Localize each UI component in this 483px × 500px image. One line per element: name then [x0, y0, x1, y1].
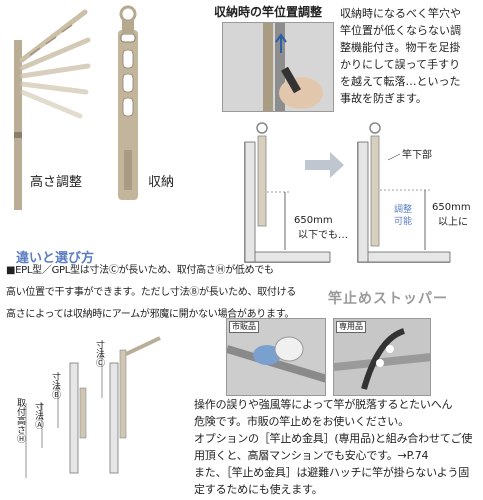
pole-adjust-line: かりにして誤って手すり: [340, 58, 461, 71]
differences-line: ■EPL型／GPL型は寸法Ⓒが長いため、取付高さⒽが低めでも: [6, 265, 274, 276]
stopper-line: 操作の誤りや強風等によって竿が脱落するとたいへん: [194, 398, 453, 411]
pole-adjust-line: を越えて転落…といった: [340, 75, 461, 88]
dim-b: 寸法Ⓑ: [50, 372, 60, 399]
hanger-product-illustration: [14, 5, 138, 210]
right-dimension-value: 650mm: [432, 202, 471, 213]
storage-label: 収納: [148, 175, 175, 190]
left-dimension-value: 650mm: [294, 215, 333, 226]
pole-adjust-line: 整機能付き。物干を足掛: [340, 41, 461, 54]
commercial-tag: 市販品: [229, 321, 259, 333]
lower-part-label: 竿下部: [402, 150, 432, 161]
pole-adjust-text: 収納時になるべく竿穴や 竿位置が低くならない調 整機能付き。物干を足掛 かりにし…: [340, 5, 482, 107]
dim-mount-height: 取付高さⒽ: [15, 398, 25, 443]
height-adjust-label: 高さ調整: [30, 175, 83, 190]
pole-adjust-line: 竿位置が低くならない調: [340, 24, 461, 37]
dim-c: 寸法Ⓒ: [94, 340, 104, 367]
pole-adjust-title: 収納時の竿位置調整: [214, 5, 323, 19]
stopper-line: 用頂くと、高層マンションでも安心です。→P.74: [194, 449, 429, 462]
adjustable-label: 調整: [394, 205, 413, 215]
dedicated-tag: 専用品: [336, 321, 366, 333]
right-dimension-note: 以上に: [438, 217, 468, 228]
adjust-photo: [222, 22, 334, 112]
differences-line: 高い位置で干す事ができます。ただし寸法Ⓑが長いため、取付ける: [6, 287, 296, 298]
stopper-line: 危険です。市販の竿止めをお使いください。: [194, 415, 409, 428]
stopper-title: 竿止めストッパー: [328, 291, 448, 307]
stopper-text: 操作の誤りや強風等によって竿が脱落するとたいへん 危険です。市販の竿止めをお使い…: [194, 396, 480, 498]
pole-adjust-line: 収納時になるべく竿穴や: [340, 7, 461, 20]
dim-a: 寸法Ⓐ: [33, 402, 43, 429]
differences-line: 高さによっては収納時にアームが邪魔に開かない場合があります。: [6, 309, 295, 320]
pole-adjust-line: 事故を防ぎます。: [340, 92, 427, 105]
stopper-line: 定するためにも使えます。: [194, 483, 323, 496]
stopper-line: また、［竿止め金具］は避難ハッチに竿が掛らないよう固: [194, 466, 470, 479]
dimension-comparison-diagram: [25, 336, 161, 478]
dimension-diagram: [244, 122, 451, 263]
adjustable-label: 可能: [394, 217, 413, 227]
differences-title: 違いと選び方: [16, 251, 95, 266]
left-dimension-note: 以下でも…: [298, 230, 348, 241]
stopper-line: オプションの［竿止め金具］(専用品)と組み合わせてご使: [194, 432, 473, 445]
